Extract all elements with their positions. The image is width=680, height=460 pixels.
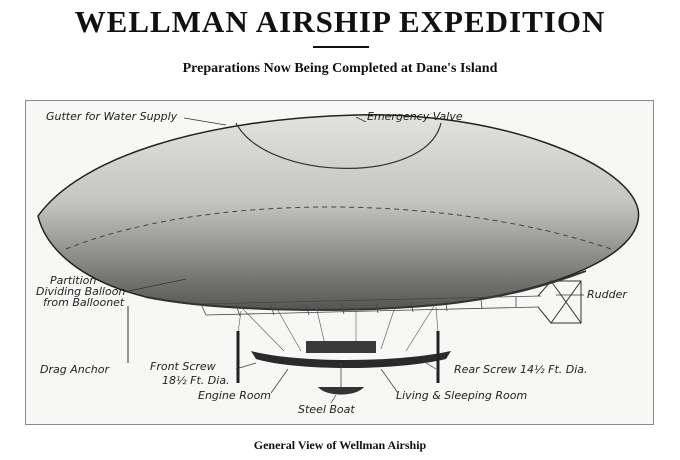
rudder-frame — [537, 280, 582, 324]
keel-framework — [200, 295, 542, 317]
title-divider — [313, 46, 369, 48]
page-subtitle: Preparations Now Being Completed at Dane… — [182, 61, 498, 76]
label-partition-2: Dividing Balloon — [36, 285, 126, 298]
label-engine-room: Engine Room — [198, 389, 272, 402]
label-gutter: Gutter for Water Supply — [46, 110, 178, 123]
label-partition-1: Partition — [50, 274, 97, 287]
partition-line — [65, 206, 612, 250]
label-living-room: Living & Sleeping Room — [396, 389, 528, 402]
cabin — [306, 341, 376, 353]
label-rudder: Rudder — [587, 288, 627, 301]
airship-hull — [37, 114, 640, 311]
steel-boat — [318, 387, 364, 395]
label-rear-screw: Rear Screw 14½ Ft. Dia. — [454, 363, 588, 376]
page-title: WELLMAN AIRSHIP EXPEDITION — [74, 4, 606, 39]
balloonet-outline — [235, 122, 442, 169]
figure-caption: General View of Wellman Airship — [253, 438, 427, 452]
label-front-screw-1: Front Screw — [150, 360, 216, 373]
airship-drawing — [37, 114, 640, 404]
label-partition-3: from Balloonet — [43, 296, 125, 309]
label-emergency-valve: Emergency Valve — [367, 110, 463, 123]
label-front-screw-2: 18½ Ft. Dia. — [162, 374, 230, 387]
label-steel-boat: Steel Boat — [298, 403, 355, 416]
airship-illustration: Gutter for Water Supply Emergency Valve … — [25, 100, 654, 425]
car-gondola — [251, 351, 451, 368]
label-drag-anchor: Drag Anchor — [40, 363, 109, 376]
